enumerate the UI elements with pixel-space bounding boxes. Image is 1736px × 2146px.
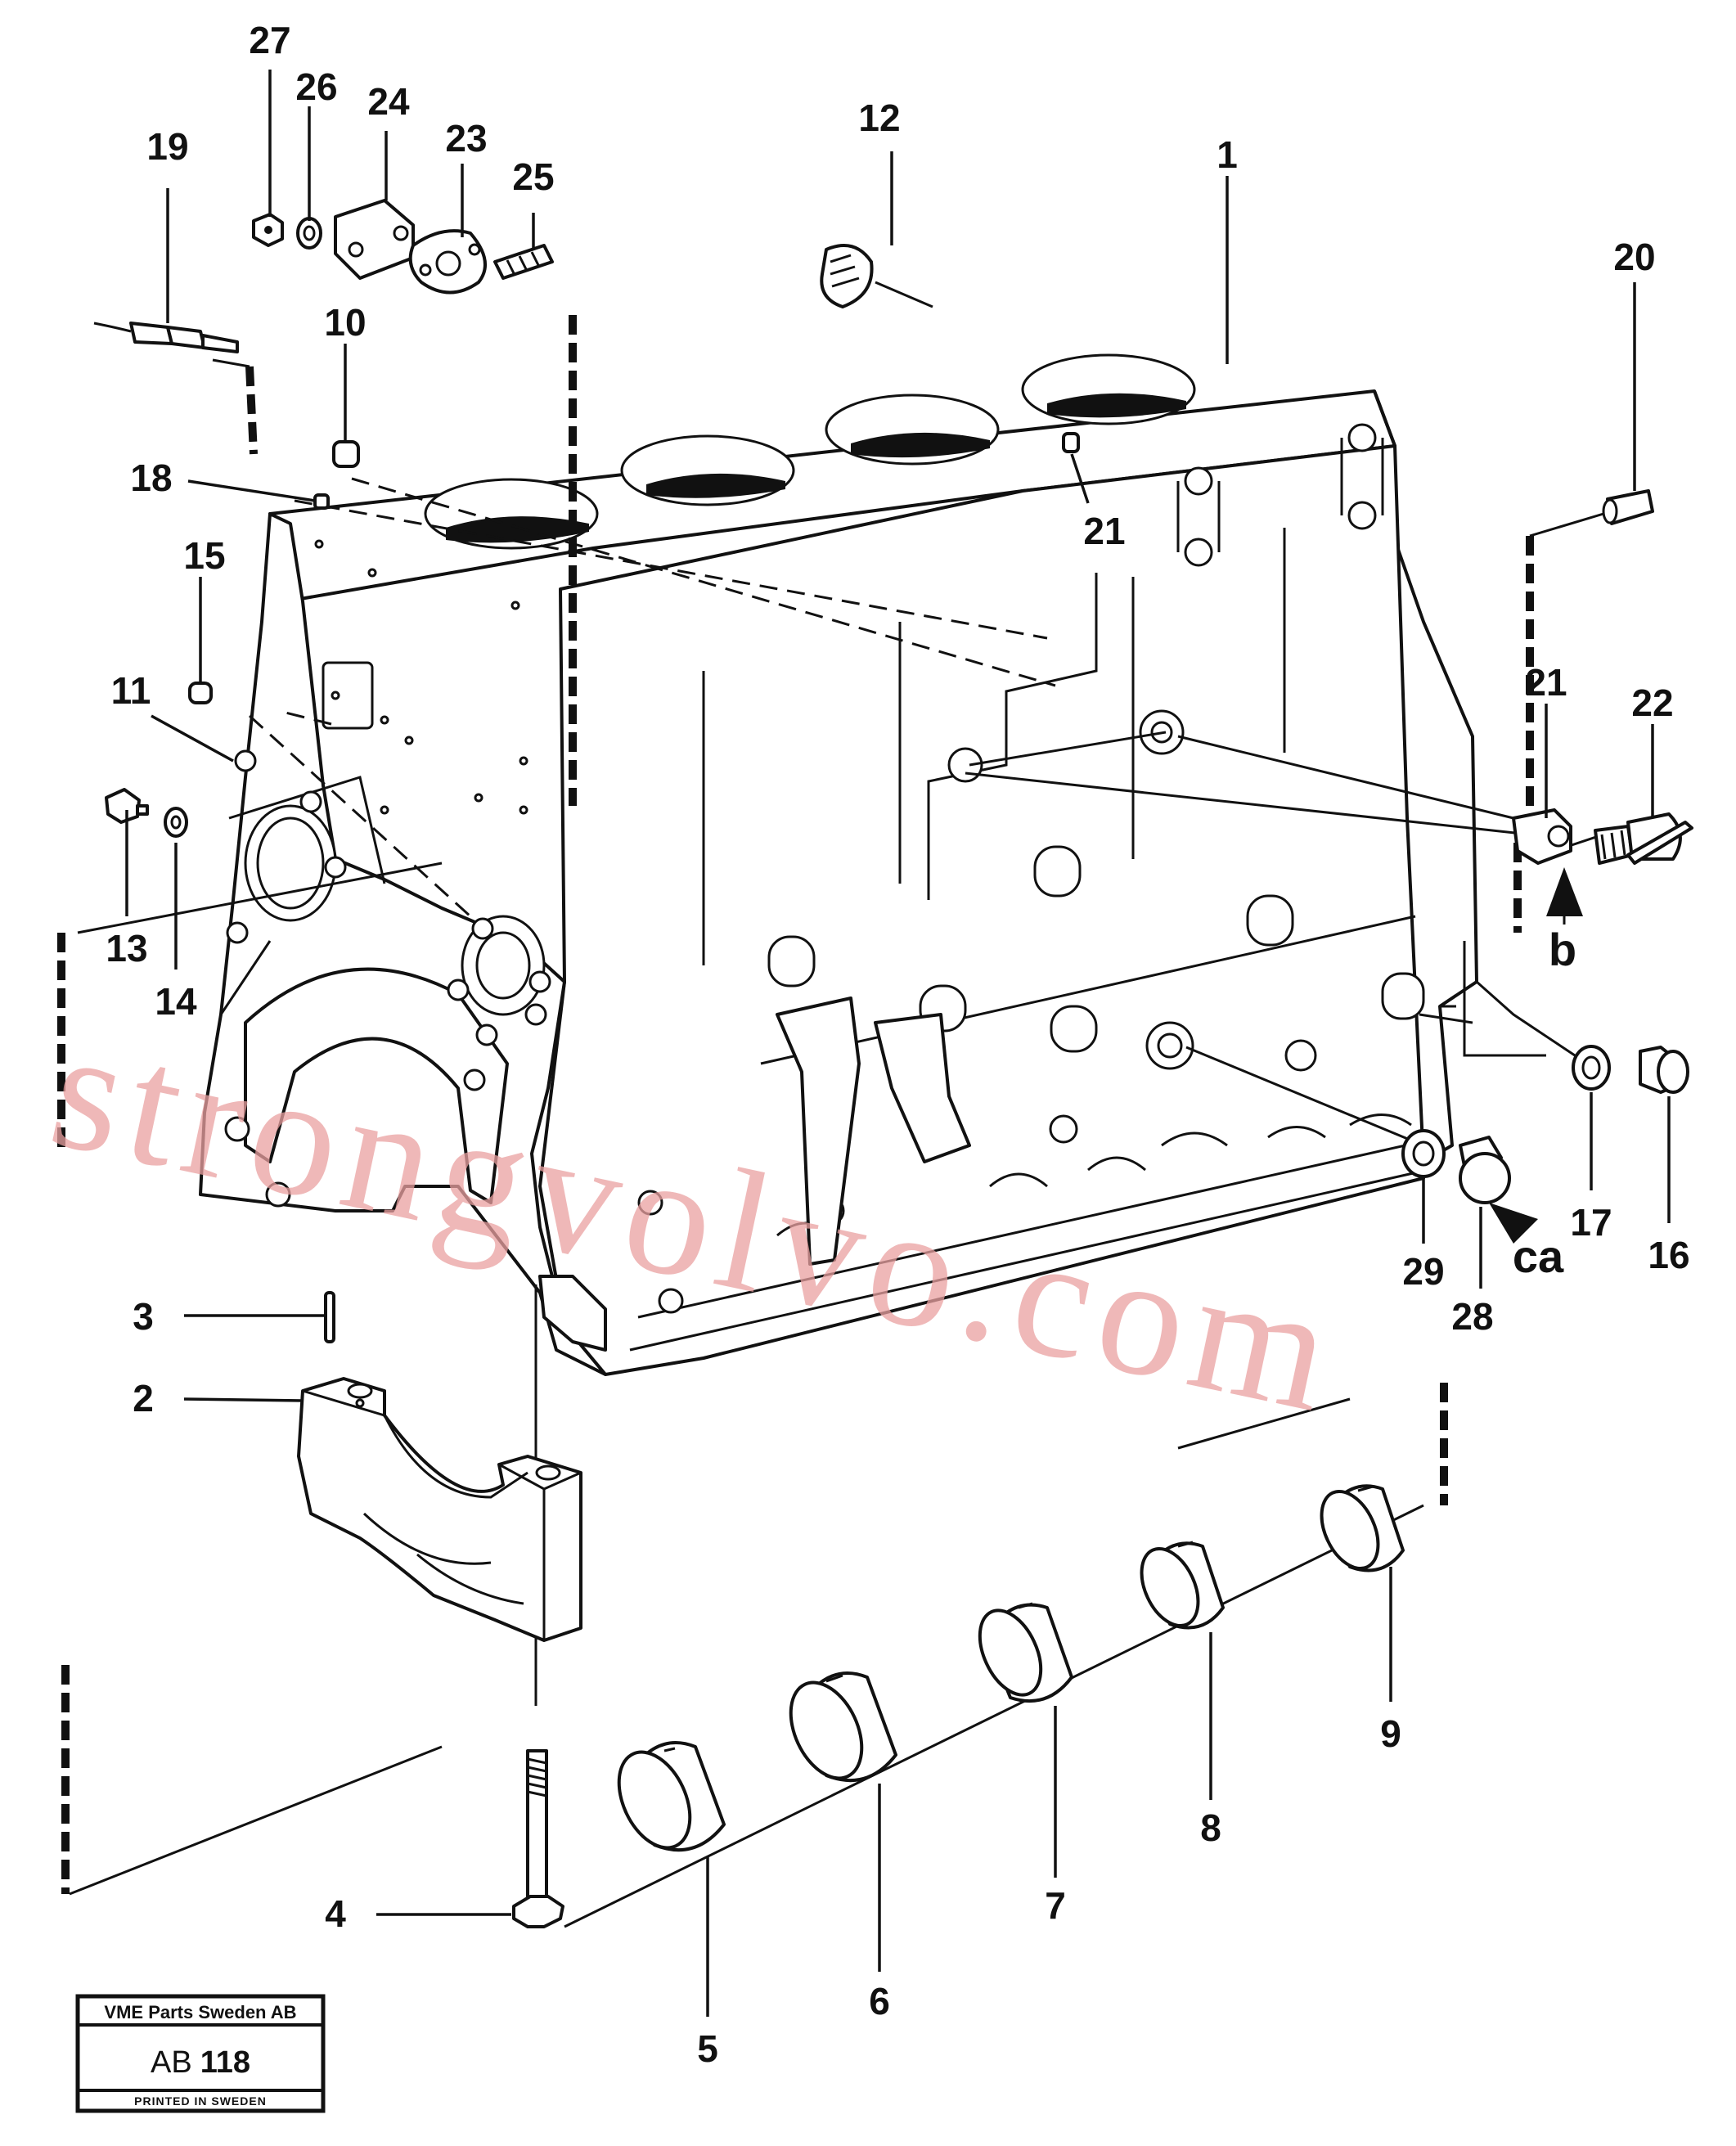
part-5-bushing: [617, 1741, 726, 1852]
part-21-adapter: [1512, 808, 1572, 865]
callout-labels: 1 2 3 4 5 6 7 8 9 10 11 12 13 14 15 16 1…: [106, 19, 1689, 2070]
flow-arrow-ca: [1489, 1203, 1538, 1244]
callout-24: 24: [367, 80, 410, 123]
callout-22: 22: [1631, 682, 1673, 724]
callout-20: 20: [1613, 236, 1655, 278]
callout-9: 9: [1380, 1712, 1401, 1755]
callout-19: 19: [146, 125, 188, 168]
stamp-code-number: 118: [200, 2045, 250, 2080]
callout-10: 10: [324, 301, 366, 344]
camshaft-bushings: [617, 1484, 1405, 1852]
callout-4: 4: [325, 1892, 346, 1935]
callout-7: 7: [1045, 1884, 1066, 1927]
callout-6: 6: [869, 1980, 890, 2022]
small-parts: [93, 199, 1693, 1244]
callout-18: 18: [130, 457, 172, 499]
callout-16: 16: [1648, 1234, 1689, 1276]
part-20-pin: [1602, 489, 1654, 525]
callout-b: b: [1549, 924, 1576, 975]
part-25-stud: [493, 244, 554, 280]
part-6-bushing: [789, 1671, 897, 1783]
part-9-bushing: [1320, 1484, 1405, 1572]
callout-21-right: 21: [1525, 661, 1567, 704]
part-29-washer: [1401, 1129, 1446, 1178]
stamp-company: VME Parts Sweden AB: [104, 2002, 296, 2022]
callout-1: 1: [1217, 133, 1238, 176]
callout-14: 14: [155, 980, 197, 1023]
part-24-cover: [334, 199, 415, 280]
main-bearing-cap: [297, 1377, 582, 1642]
cylinder-block: [199, 353, 1478, 1376]
callout-28: 28: [1451, 1295, 1493, 1338]
part-13-bolt: [105, 788, 149, 824]
part-10-dowel: [332, 440, 360, 468]
callout-12: 12: [858, 97, 900, 139]
callout-27: 27: [249, 19, 290, 61]
leader-lines: [125, 70, 1671, 2017]
part-23-gasket: [408, 229, 487, 295]
part-21-dowel-top: [1062, 432, 1080, 453]
callout-13: 13: [106, 927, 147, 970]
callout-25: 25: [512, 155, 554, 198]
part-4-bolt: [512, 1749, 564, 1928]
part-8-bushing: [1140, 1541, 1225, 1630]
callout-5: 5: [697, 2027, 718, 2070]
part-16-plug: [1639, 1046, 1689, 1094]
callout-ca: ca: [1513, 1230, 1564, 1282]
block-lug-holes: [1176, 423, 1384, 567]
callout-29: 29: [1402, 1250, 1444, 1293]
part-18-pin: [313, 493, 330, 510]
part-22-drain-cock: [1594, 812, 1693, 865]
part-15-plug: [188, 682, 213, 704]
callout-17: 17: [1570, 1201, 1612, 1244]
callout-23: 23: [445, 117, 487, 160]
part-7-bushing: [978, 1602, 1073, 1703]
callout-2: 2: [133, 1377, 154, 1419]
stamp-footer: PRINTED IN SWEDEN: [134, 2094, 267, 2108]
part-17-washer: [1572, 1045, 1611, 1091]
part-27-nut: [252, 213, 284, 247]
callout-3: 3: [133, 1295, 154, 1338]
assembly-lines: [57, 315, 1629, 1928]
front-cover-holes: [224, 539, 684, 1338]
part-28-plug: [1459, 1136, 1511, 1204]
callout-11: 11: [111, 669, 151, 712]
callout-15: 15: [183, 534, 225, 577]
part-12-core-plug: [820, 244, 933, 308]
part-3-dowel: [324, 1291, 335, 1343]
part-14-washer: [164, 807, 188, 838]
callout-26: 26: [295, 65, 337, 108]
callout-8: 8: [1200, 1806, 1221, 1849]
part-26-washer: [296, 217, 322, 250]
stamp-code-prefix: AB: [151, 2045, 192, 2080]
part-19-sensor: [93, 322, 239, 353]
flow-arrow-b: [1546, 867, 1583, 925]
callout-21-top: 21: [1083, 510, 1125, 552]
